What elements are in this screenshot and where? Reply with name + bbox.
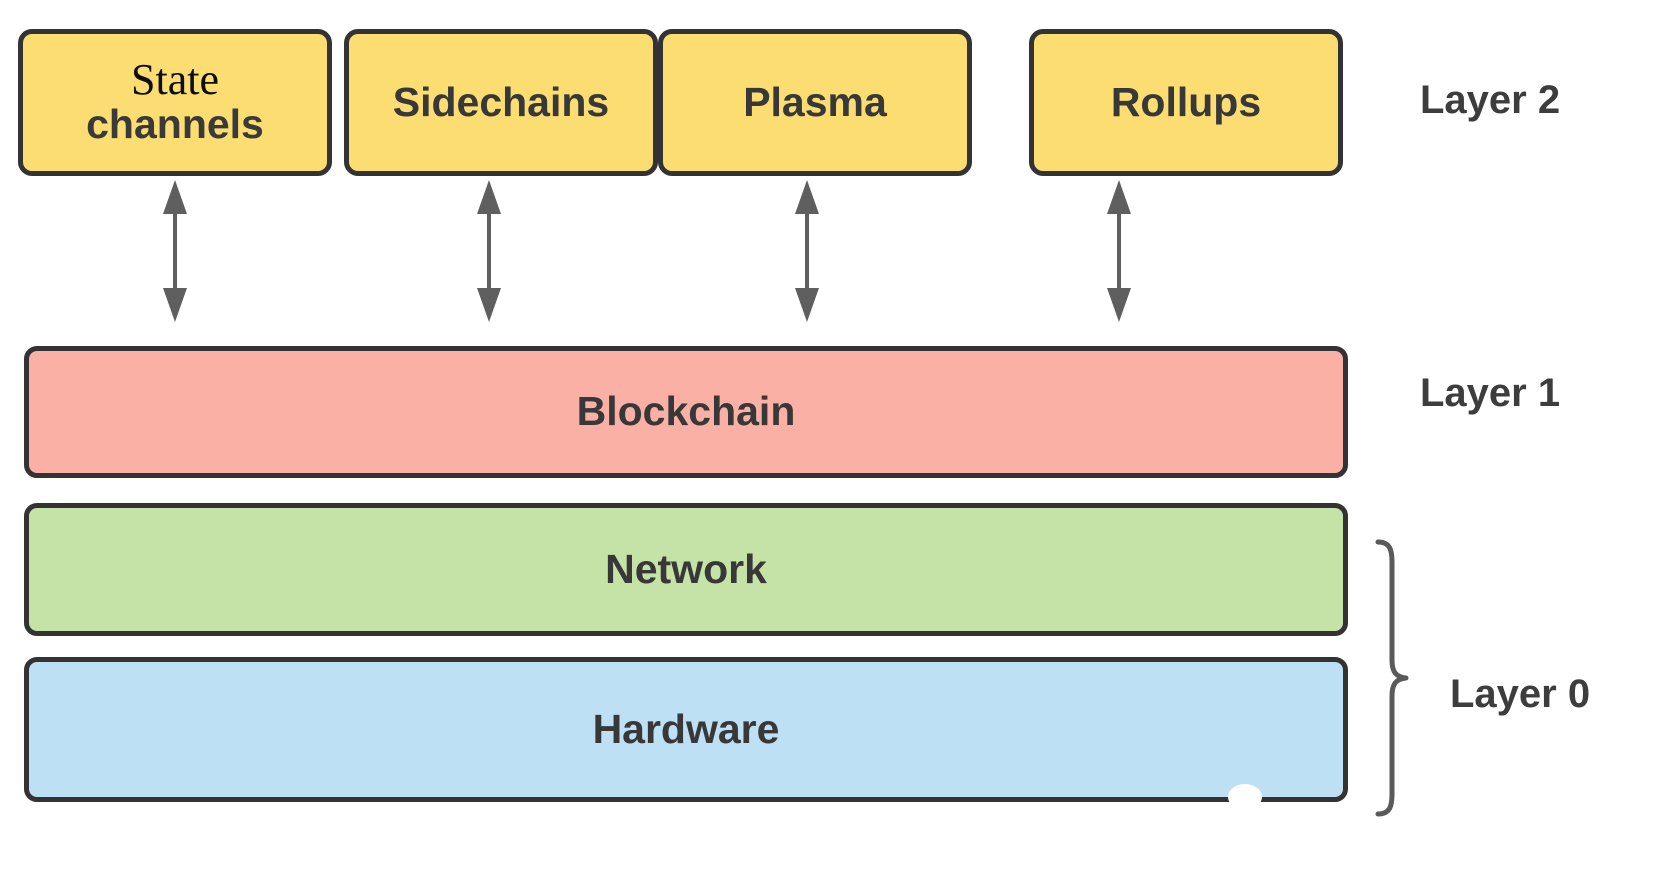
layer2-box-rollups[interactable]: Rollups bbox=[1029, 29, 1343, 176]
state-channels-line2: channels bbox=[86, 100, 264, 147]
layer1-box-blockchain[interactable]: Blockchain bbox=[24, 346, 1348, 478]
connector-arrow-rollups bbox=[1102, 180, 1136, 322]
layer0-curly-brace bbox=[1368, 538, 1424, 818]
sidechains-label: Sidechains bbox=[392, 78, 610, 125]
layer2-box-state-channels[interactable]: State channels bbox=[18, 29, 332, 176]
layer2-box-sidechains[interactable]: Sidechains bbox=[344, 29, 658, 176]
network-label: Network bbox=[605, 545, 767, 592]
hardware-label: Hardware bbox=[592, 705, 780, 752]
blockchain-label: Blockchain bbox=[576, 388, 796, 435]
rollups-label: Rollups bbox=[1110, 78, 1262, 125]
connector-arrow-state-channels bbox=[158, 180, 192, 322]
layer0-caption: Layer 0 bbox=[1450, 672, 1591, 716]
layer0-box-hardware[interactable]: Hardware bbox=[24, 657, 1348, 802]
state-channels-label: State channels bbox=[86, 54, 264, 148]
layer2-box-plasma[interactable]: Plasma bbox=[658, 29, 972, 176]
connector-arrow-plasma bbox=[790, 180, 824, 322]
connector-arrow-sidechains bbox=[472, 180, 506, 322]
state-channels-line1: State bbox=[131, 54, 219, 104]
plasma-label: Plasma bbox=[743, 78, 887, 125]
render-artifact-speck bbox=[1228, 784, 1262, 810]
layer1-caption: Layer 1 bbox=[1420, 371, 1561, 415]
layer2-caption: Layer 2 bbox=[1420, 78, 1561, 122]
layer0-box-network[interactable]: Network bbox=[24, 503, 1348, 636]
